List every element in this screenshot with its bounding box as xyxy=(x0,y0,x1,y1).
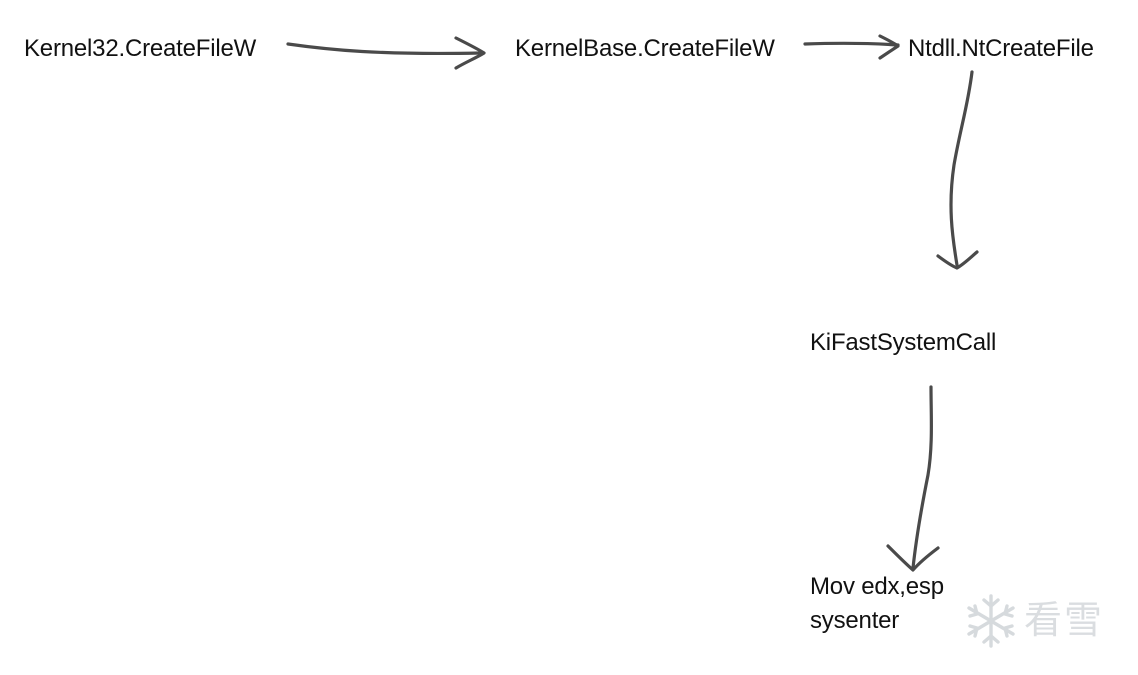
arrow-kernelbase-to-ntdll xyxy=(803,34,900,60)
instruction-sysenter: sysenter xyxy=(810,607,900,634)
node-sysenter-instructions: Mov edx,esp sysenter xyxy=(810,570,944,638)
node-kernelbase-createfilew: KernelBase.CreateFileW xyxy=(515,35,775,62)
arrow-ntdll-to-kifast xyxy=(936,70,979,270)
snowflake-icon xyxy=(967,594,1015,648)
arrow-kernel32-to-kernelbase xyxy=(286,36,486,70)
node-kifastsystemcall: KiFastSystemCall xyxy=(810,329,997,356)
node-kernel32-createfilew: Kernel32.CreateFileW xyxy=(24,35,257,62)
instruction-mov-edx-esp: Mov edx,esp xyxy=(810,573,944,600)
watermark-text: 看雪 xyxy=(1024,598,1105,642)
node-ntdll-ntcreatefile: Ntdll.NtCreateFile xyxy=(908,35,1094,62)
arrow-kifast-to-sysenter xyxy=(886,385,940,572)
watermark: 看雪 xyxy=(962,592,1122,656)
